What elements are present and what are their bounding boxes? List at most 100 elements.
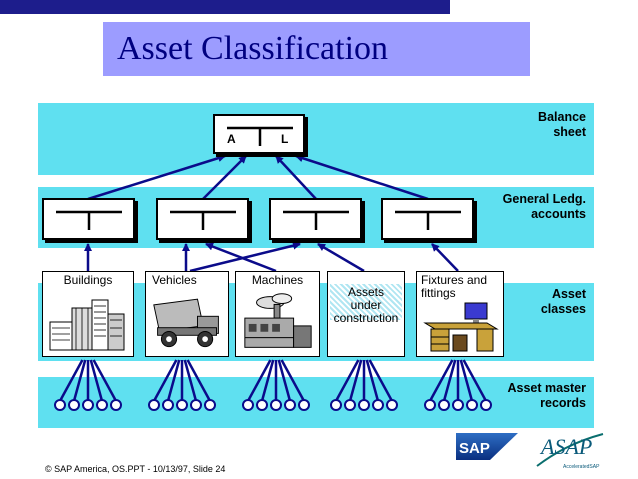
record-connector [92, 359, 118, 402]
record-connector [442, 359, 457, 402]
band-label-text: General Ledg. accounts [502, 192, 586, 221]
class-to-ledger-arrow [189, 241, 301, 273]
construction-pattern [330, 284, 402, 320]
band-label-text: Asset master records [507, 381, 586, 410]
record-connector [277, 359, 292, 402]
title-banner [103, 22, 530, 76]
asset-master-record-node [242, 399, 254, 411]
dump-truck-icon [153, 298, 219, 348]
t-account-icon [170, 210, 236, 230]
asset-master-record-node [424, 399, 436, 411]
asset-master-record-node [270, 399, 282, 411]
record-connector [459, 359, 474, 402]
record-connector [428, 359, 454, 402]
asset-class-fixtures: Fixtures and fittings [416, 271, 504, 357]
asset-master-record-node [298, 399, 310, 411]
asset-class-label: Assets under construction [333, 285, 399, 325]
sap-logo: SAP [456, 433, 518, 460]
record-connector [368, 359, 394, 402]
asset-master-record-node [330, 399, 342, 411]
asset-master-record-node [358, 399, 370, 411]
asset-master-record-node [190, 399, 202, 411]
balance-sheet-label: Balance sheet [538, 110, 586, 140]
record-connector [186, 359, 212, 402]
record-connector [72, 359, 87, 402]
asap-logo: ASAP AcceleratedSAP [536, 433, 604, 470]
asset-master-record-node [162, 399, 174, 411]
liabilities-side-label: L [281, 132, 289, 146]
office-desk-icon [423, 302, 499, 352]
t-account-icon [227, 126, 293, 146]
asset-master-record-node [284, 399, 296, 411]
band-label-text: Asset classes [540, 287, 586, 316]
asset-master-record-node [480, 399, 492, 411]
asset-class-buildings: Buildings [42, 271, 134, 357]
t-account-icon [56, 210, 122, 230]
gl-account-box [381, 198, 474, 240]
asset-master-record-node [54, 399, 66, 411]
asset-master-record-node [344, 399, 356, 411]
class-to-ledger-arrow [205, 242, 277, 273]
asset-master-record-node [438, 399, 450, 411]
asset-master-record-node [148, 399, 160, 411]
asset-class-vehicles: Vehicles [145, 271, 229, 357]
ledger-to-balance-arrow [275, 155, 317, 200]
asset-classes-label: Asset classes [541, 287, 586, 317]
band-label-text: Balance sheet [538, 110, 586, 139]
asset-master-record-node [204, 399, 216, 411]
record-connector [246, 359, 272, 402]
asset-class-machines: Machines [235, 271, 320, 357]
class-to-ledger-arrow [431, 243, 459, 272]
top-accent-bar [0, 0, 450, 14]
record-connector [280, 359, 306, 402]
gl-account-box [156, 198, 249, 240]
gl-account-box [42, 198, 135, 240]
asset-master-record-node [452, 399, 464, 411]
asap-tagline: AcceleratedSAP [563, 464, 600, 470]
asset-records-label: Asset master records [507, 381, 586, 411]
record-connector [89, 359, 104, 402]
asset-class-label: Vehicles [152, 273, 197, 287]
assets-side-label: A [227, 132, 236, 146]
arrow-group [84, 154, 459, 273]
record-connector [334, 359, 360, 402]
gl-account-box [269, 198, 362, 240]
record-connector [166, 359, 181, 402]
factory-machine-icon [244, 293, 312, 348]
asset-class-construction: Assets under construction [327, 271, 405, 357]
t-account-icon [395, 210, 461, 230]
asset-master-record-node [256, 399, 268, 411]
asset-master-record-node [176, 399, 188, 411]
asset-class-label: Fixtures and fittings [421, 273, 488, 300]
asset-master-record-node [386, 399, 398, 411]
t-account-icon [283, 210, 349, 230]
asset-master-record-node [96, 399, 108, 411]
asset-class-label: Buildings [63, 273, 113, 287]
asset-master-record-node [110, 399, 122, 411]
slide-footer: © SAP America, OS.PPT - 10/13/97, Slide … [45, 464, 226, 474]
asap-logo-text: ASAP [539, 434, 592, 459]
asset-master-record-node [68, 399, 80, 411]
building-icon [49, 299, 125, 351]
ledger-to-balance-arrow [295, 154, 429, 201]
asset-records-band [38, 377, 594, 428]
asset-class-label: Machines [251, 273, 304, 287]
balance-sheet-box: A L [213, 114, 305, 154]
record-connector [58, 359, 84, 402]
record-connector [365, 359, 380, 402]
ledger-to-balance-arrow [202, 155, 247, 200]
record-connector [348, 359, 363, 402]
general-ledger-label: General Ledg. accounts [503, 192, 586, 222]
record-connector [462, 359, 488, 402]
ledger-to-balance-arrow [87, 154, 226, 201]
class-to-ledger-arrow [317, 242, 365, 273]
asset-master-record-node [372, 399, 384, 411]
record-connector [152, 359, 178, 402]
asset-master-record-node [466, 399, 478, 411]
sap-logo-text: SAP [459, 440, 490, 457]
record-connector [260, 359, 275, 402]
asset-master-record-node [82, 399, 94, 411]
record-connector [183, 359, 198, 402]
